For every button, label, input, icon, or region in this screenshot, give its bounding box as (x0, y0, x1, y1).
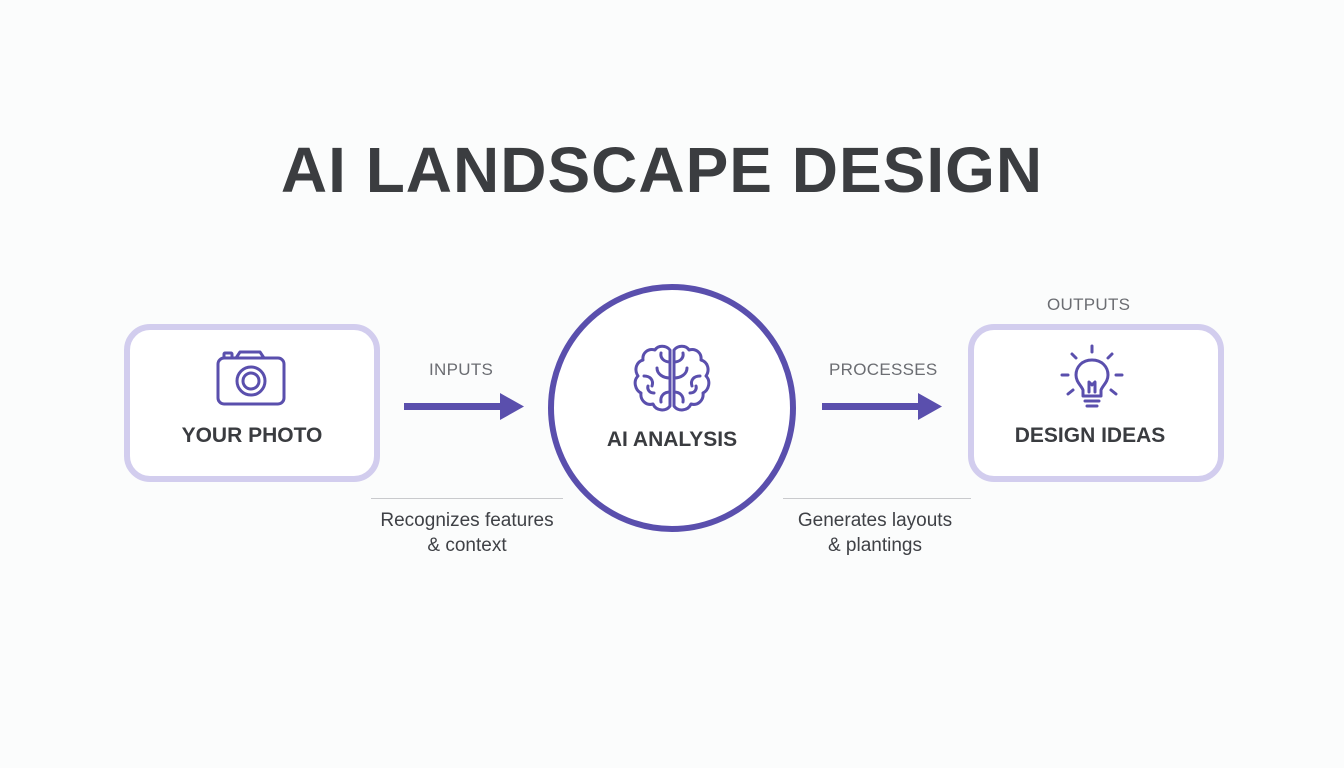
generation-description-line-2: & plantings (827, 535, 922, 556)
ai-analysis-label: AI ANALYSIS (606, 428, 738, 451)
page-title: AI LANDSCAPE DESIGN (280, 134, 1044, 206)
inputs-label: INPUTS (429, 360, 494, 379)
generation-description: Generates layouts & plantings (764, 508, 986, 558)
your-photo-label: YOUR PHOTO (181, 424, 323, 447)
camera-icon (216, 350, 286, 406)
connector-divider (371, 498, 563, 499)
your-photo-box (124, 324, 380, 482)
analysis-description-line-2: & context (427, 535, 507, 556)
design-ideas-label: DESIGN IDEAS (1014, 424, 1166, 447)
arrow-right-icon (404, 393, 524, 420)
brain-icon (633, 344, 711, 412)
processes-label: PROCESSES (829, 360, 938, 379)
design-ideas-box (968, 324, 1224, 482)
outputs-label: OUTPUTS (1047, 295, 1131, 314)
lightbulb-icon (1060, 344, 1124, 408)
connector-divider (783, 498, 971, 499)
arrow-right-icon (822, 393, 942, 420)
generation-description-line-1: Generates layouts (797, 510, 953, 531)
ai-analysis-circle (548, 284, 796, 532)
analysis-description-line-1: Recognizes features (380, 510, 554, 531)
analysis-description: Recognizes features & context (356, 508, 578, 558)
